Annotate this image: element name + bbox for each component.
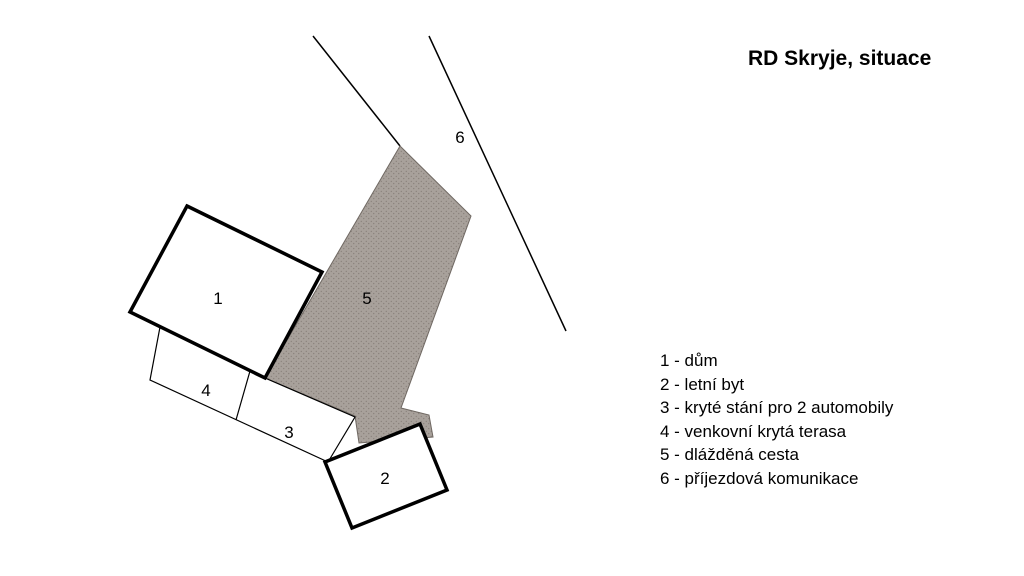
page-title: RD Skryje, situace bbox=[748, 47, 932, 70]
road-edge-lower-line bbox=[428, 35, 567, 332]
legend-item: 6 - příjezdová komunikace bbox=[660, 468, 859, 488]
house-outline bbox=[127, 203, 325, 381]
legend: 1 - dům 2 - letní byt 3 - kryté stání pr… bbox=[660, 349, 893, 490]
area-label-carport: 3 bbox=[284, 423, 293, 442]
area-label-paved-path: 5 bbox=[362, 289, 371, 308]
area-label-access-road: 6 bbox=[455, 128, 464, 147]
carport-terrace-divider-line bbox=[235, 370, 251, 421]
legend-item: 5 - dlážděná cesta bbox=[660, 445, 799, 464]
area-label-terrace: 4 bbox=[201, 381, 210, 400]
legend-item: 4 - venkovní krytá terasa bbox=[660, 421, 847, 441]
legend-item: 2 - letní byt bbox=[660, 374, 745, 394]
summer-flat-outline bbox=[322, 421, 450, 531]
area-label-summer-flat: 2 bbox=[380, 469, 389, 488]
legend-item: 3 - kryté stání pro 2 automobily bbox=[660, 398, 894, 417]
road-edge-upper-line bbox=[312, 35, 401, 147]
area-label-house: 1 bbox=[213, 289, 222, 308]
legend-item: 1 - dům bbox=[660, 351, 718, 370]
